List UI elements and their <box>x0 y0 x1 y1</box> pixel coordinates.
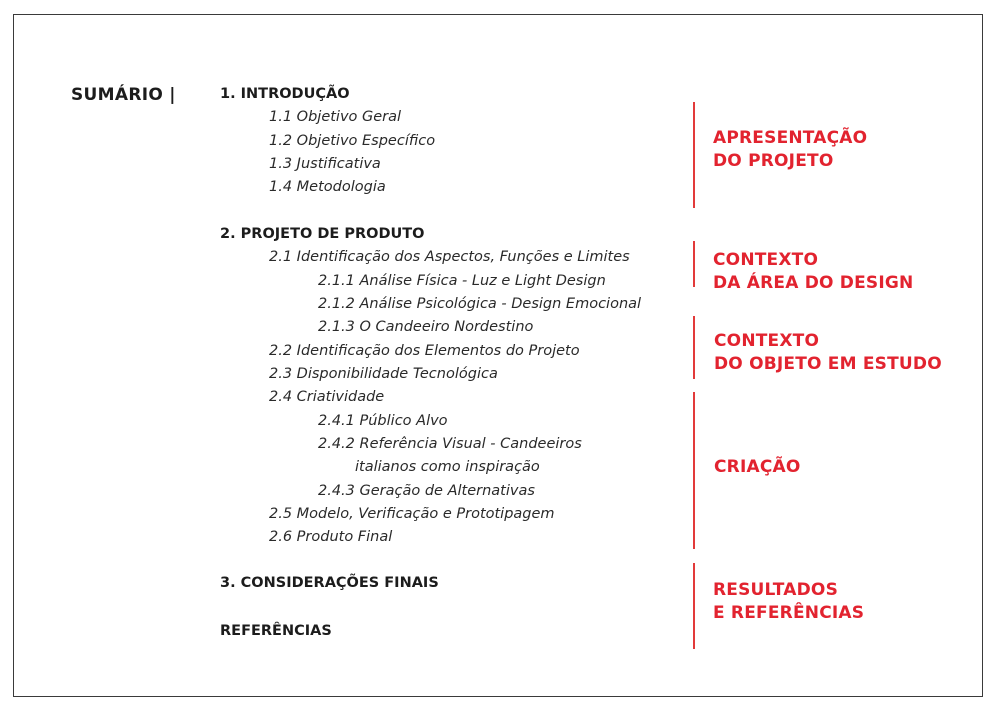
group-label-contexto-objeto: CONTEXTO DO OBJETO EM ESTUDO <box>714 330 942 376</box>
group-label-line: CONTEXTO <box>714 331 820 351</box>
toc-item-2-5[interactable]: 2.5 Modelo, Verificação e Prototipagem <box>269 506 555 522</box>
toc-item-2-1[interactable]: 2.1 Identificação dos Aspectos, Funções … <box>269 249 630 265</box>
group-label-line: CONTEXTO <box>713 250 819 270</box>
group-divider-contexto-objeto <box>693 316 695 379</box>
group-divider-resultados <box>693 563 695 649</box>
group-label-resultados: RESULTADOS E REFERÊNCIAS <box>713 579 864 625</box>
group-label-line: APRESENTAÇÃO <box>713 128 868 148</box>
toc-item-2-4[interactable]: 2.4 Criatividade <box>269 389 385 405</box>
toc-item-2-1-1[interactable]: 2.1.1 Análise Física - Luz e Light Desig… <box>318 273 606 289</box>
page-frame <box>13 14 983 697</box>
toc-item-2-4-1[interactable]: 2.4.1 Público Alvo <box>318 413 448 429</box>
toc-item-2-6[interactable]: 2.6 Produto Final <box>269 529 393 545</box>
toc-section-1[interactable]: 1. INTRODUÇÃO <box>220 86 350 102</box>
toc-item-1-1[interactable]: 1.1 Objetivo Geral <box>269 109 402 125</box>
toc-item-2-4-3[interactable]: 2.4.3 Geração de Alternativas <box>318 483 535 499</box>
toc-item-1-2[interactable]: 1.2 Objetivo Específico <box>269 133 436 149</box>
group-label-line: CRIAÇÃO <box>714 457 801 477</box>
toc-item-2-4-2[interactable]: 2.4.2 Referência Visual - Candeeiros <box>318 436 582 452</box>
toc-section-3[interactable]: 3. CONSIDERAÇÕES FINAIS <box>220 575 439 591</box>
group-label-line: DA ÁREA DO DESIGN <box>713 273 914 293</box>
toc-item-2-3[interactable]: 2.3 Disponibilidade Tecnológica <box>269 366 498 382</box>
group-label-line: RESULTADOS <box>713 580 839 600</box>
toc-section-2[interactable]: 2. PROJETO DE PRODUTO <box>220 226 425 242</box>
summary-title: SUMÁRIO | <box>71 85 176 105</box>
group-label-line: E REFERÊNCIAS <box>713 603 865 623</box>
toc-item-2-1-3[interactable]: 2.1.3 O Candeeiro Nordestino <box>318 319 534 335</box>
group-label-criacao: CRIAÇÃO <box>714 456 801 479</box>
group-divider-criacao <box>693 392 695 549</box>
group-label-apresentacao: APRESENTAÇÃO DO PROJETO <box>713 127 867 173</box>
toc-item-1-4[interactable]: 1.4 Metodologia <box>269 179 386 195</box>
toc-item-1-3[interactable]: 1.3 Justificativa <box>269 156 381 172</box>
group-divider-apresentacao <box>693 102 695 208</box>
group-label-contexto-design: CONTEXTO DA ÁREA DO DESIGN <box>713 249 913 295</box>
group-divider-contexto-design <box>693 241 695 287</box>
toc-item-2-4-2-continuation[interactable]: italianos como inspiração <box>355 459 540 475</box>
group-label-line: DO OBJETO EM ESTUDO <box>714 354 942 374</box>
group-label-line: DO PROJETO <box>713 151 834 171</box>
toc-item-2-1-2[interactable]: 2.1.2 Análise Psicológica - Design Emoci… <box>318 296 642 312</box>
toc-references[interactable]: REFERÊNCIAS <box>220 623 332 639</box>
toc-item-2-2[interactable]: 2.2 Identificação dos Elementos do Proje… <box>269 343 580 359</box>
